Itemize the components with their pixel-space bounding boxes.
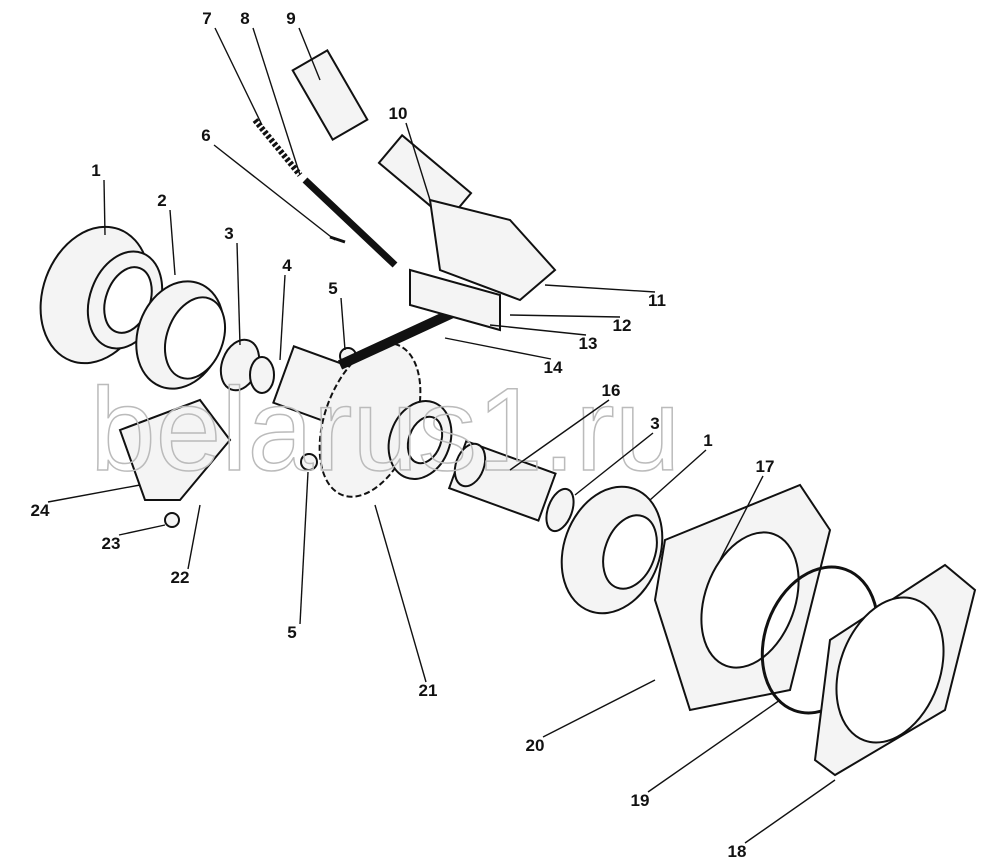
callout-label: 1 (91, 161, 100, 180)
parts (39, 48, 977, 777)
gear-shaft-assembly (272, 300, 473, 498)
callout-label: 6 (201, 126, 210, 145)
bearing-right (560, 485, 664, 615)
callout-label: 5 (287, 623, 296, 642)
leader-line (444, 337, 552, 360)
leader-line (298, 27, 321, 81)
leader-line (574, 432, 654, 496)
leader-line (47, 484, 141, 503)
leader-line (103, 179, 106, 236)
leader-line (214, 27, 263, 126)
ring-3-right (545, 487, 575, 533)
leader-line (649, 449, 707, 501)
callout-label: 10 (389, 104, 408, 123)
shaft-16 (447, 439, 557, 522)
leader-line (374, 504, 427, 683)
leader-line (405, 122, 431, 201)
sleeve-2 (135, 280, 226, 390)
leader-line (542, 679, 656, 738)
leader-line (719, 475, 764, 561)
callout-label: 4 (282, 256, 292, 275)
leader-line (299, 471, 309, 625)
callout-label: 16 (602, 381, 621, 400)
leader-line (213, 144, 336, 241)
callout-label: 3 (224, 224, 233, 243)
leader-line (279, 274, 286, 361)
callout-label: 19 (631, 791, 650, 810)
callout-label: 9 (286, 9, 295, 28)
leader-line (509, 399, 610, 471)
leader-line (647, 699, 781, 793)
leader-line (236, 242, 241, 346)
leader-line (340, 297, 346, 351)
washer-4 (249, 356, 275, 394)
callout-label: 22 (171, 568, 190, 587)
leader-line (252, 27, 301, 176)
callout-label: 18 (728, 842, 747, 861)
callout-label: 12 (613, 316, 632, 335)
callout-label: 24 (31, 501, 50, 520)
callout-label: 2 (157, 191, 166, 210)
leader-line (509, 314, 621, 318)
leader-line (169, 209, 176, 276)
callout-label: 11 (648, 291, 666, 310)
callout-label: 8 (240, 9, 249, 28)
upper-linkage (252, 48, 557, 332)
gasket-18 (813, 563, 977, 777)
callout-label: 20 (526, 736, 545, 755)
callout-label: 17 (756, 457, 775, 476)
leader-line (187, 504, 201, 570)
callout-label: 23 (102, 534, 121, 553)
callout-label: 5 (328, 279, 337, 298)
cover-20 (653, 483, 832, 712)
leader-line (118, 524, 166, 536)
callout-label: 21 (419, 681, 438, 700)
callout-label: 14 (544, 358, 563, 377)
fork-24 (118, 398, 232, 528)
callout-label: 1 (703, 431, 712, 450)
callout-label: 7 (202, 9, 211, 28)
leader-line (544, 284, 656, 293)
watermark: belarus1.ru (90, 364, 680, 496)
leader-line (489, 324, 587, 336)
leader-line (744, 779, 836, 844)
callout-label: 3 (650, 414, 659, 433)
callout-label: 13 (579, 334, 598, 353)
